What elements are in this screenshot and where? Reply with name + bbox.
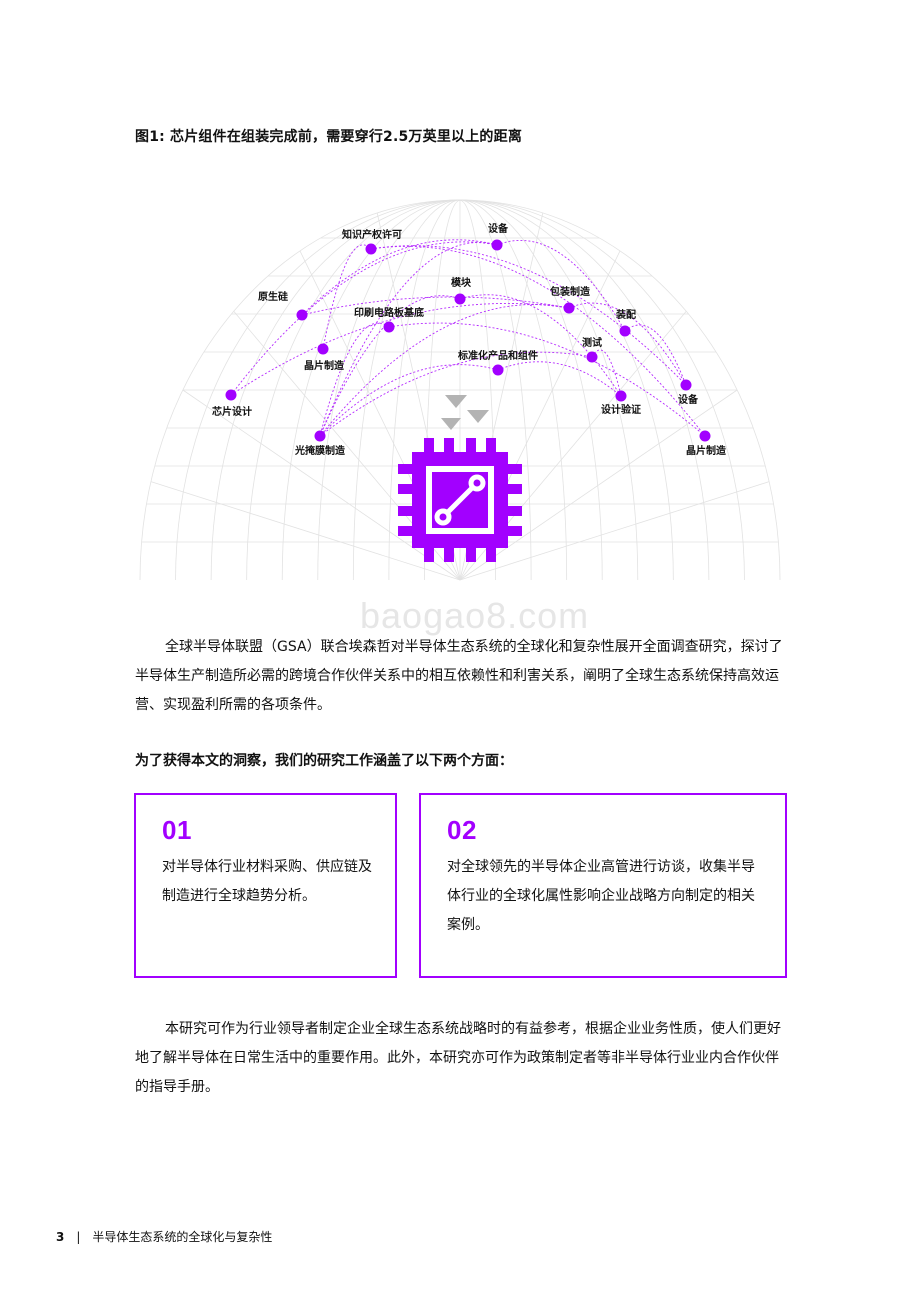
node-dot bbox=[492, 364, 504, 376]
card-text: 对半导体行业材料采购、供应链及制造进行全球趋势分析。 bbox=[162, 859, 372, 904]
watermark: baogao8.com bbox=[360, 595, 590, 636]
node-label: 标准化产品和组件 bbox=[457, 349, 538, 362]
node-dot bbox=[619, 325, 631, 337]
footer-separator: | bbox=[76, 1230, 81, 1244]
footer-title: 半导体生态系统的全球化与复杂性 bbox=[92, 1230, 273, 1244]
node-dot bbox=[225, 389, 237, 401]
node-label: 晶片制造 bbox=[304, 359, 345, 372]
node-dot bbox=[317, 343, 329, 355]
node-dot bbox=[314, 430, 326, 442]
globe-mesh bbox=[139, 199, 781, 581]
card-number: 02 bbox=[447, 815, 477, 845]
figure-title: 图1: 芯片组件在组装完成前，需要穿行2.5万英里以上的距离 bbox=[135, 129, 523, 145]
research-card-2: 02 对全球领先的半导体企业高管进行访谈，收集半导体行业的全球化属性影响企业战略… bbox=[419, 793, 787, 978]
page-number: 3 bbox=[56, 1230, 65, 1244]
node-dot bbox=[365, 243, 377, 255]
node-label: 模块 bbox=[451, 276, 472, 289]
node-label: 芯片设计 bbox=[212, 405, 252, 418]
node-label: 设备 bbox=[488, 222, 509, 235]
node-label: 测试 bbox=[582, 336, 602, 349]
node-label: 原生硅 bbox=[258, 290, 288, 303]
node-label: 知识产权许可 bbox=[341, 228, 402, 241]
node-label: 设备 bbox=[678, 393, 699, 406]
node-label: 印刷电路板基底 bbox=[354, 306, 424, 319]
node-dot bbox=[699, 430, 711, 442]
intro-paragraph: 全球半导体联盟（GSA）联合埃森哲对半导体生态系统的全球化和复杂性展开全面调查研… bbox=[135, 639, 783, 713]
node-dot bbox=[491, 239, 503, 251]
node-dot bbox=[296, 309, 308, 321]
node-label: 晶片制造 bbox=[686, 444, 727, 457]
chip-icon bbox=[398, 438, 522, 562]
supply-chain-globe-figure: 知识产权许可设备模块包装制造原生硅印刷电路板基底装配晶片制造测试标准化产品和组件… bbox=[139, 199, 781, 581]
node-layer: 知识产权许可设备模块包装制造原生硅印刷电路板基底装配晶片制造测试标准化产品和组件… bbox=[212, 222, 727, 457]
node-label: 光掩膜制造 bbox=[294, 444, 346, 457]
node-dot bbox=[586, 351, 598, 363]
page-footer: 3 | 半导体生态系统的全球化与复杂性 bbox=[56, 1228, 272, 1245]
card-number: 01 bbox=[162, 815, 192, 845]
connection-lines bbox=[230, 239, 706, 437]
down-arrows-icon bbox=[441, 395, 489, 430]
node-dot bbox=[615, 390, 627, 402]
node-label: 装配 bbox=[615, 308, 636, 321]
closing-paragraph: 本研究可作为行业领导者制定企业全球生态系统战略时的有益参考，根据企业业务性质，使… bbox=[135, 1021, 781, 1095]
node-label: 设计验证 bbox=[601, 403, 641, 416]
node-dot bbox=[454, 293, 466, 305]
card-text: 对全球领先的半导体企业高管进行访谈，收集半导体行业的全球化属性影响企业战略方向制… bbox=[447, 859, 755, 933]
node-dot bbox=[563, 302, 575, 314]
node-label: 包装制造 bbox=[550, 285, 591, 298]
research-card-1: 01 对半导体行业材料采购、供应链及制造进行全球趋势分析。 bbox=[134, 793, 397, 978]
node-dot bbox=[680, 379, 692, 391]
node-dot bbox=[383, 321, 395, 333]
lead-in-heading: 为了获得本文的洞察，我们的研究工作涵盖了以下两个方面： bbox=[135, 753, 513, 769]
